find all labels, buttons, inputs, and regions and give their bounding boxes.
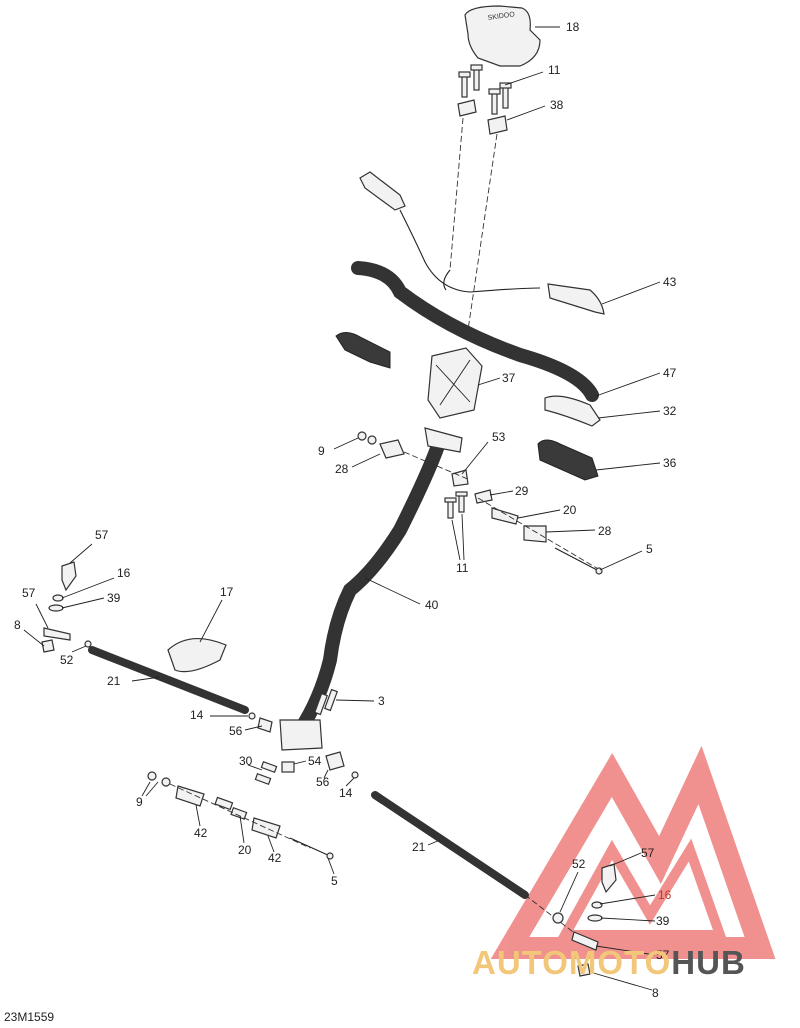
left-grip — [335, 332, 391, 369]
callout-21-right: 21 — [412, 840, 426, 854]
callout-20-upper: 20 — [563, 503, 577, 517]
right-grip-sleeve — [544, 395, 601, 427]
heated-grip — [537, 439, 599, 481]
callout-54: 54 — [308, 754, 322, 768]
callout-29: 29 — [515, 484, 529, 498]
callout-57-left-top: 57 — [95, 528, 109, 542]
steering-column — [279, 427, 463, 751]
callout-14-left: 14 — [190, 708, 204, 722]
callout-52-left: 52 — [60, 653, 74, 667]
callout-17: 17 — [220, 585, 234, 599]
tie-rod-21-left — [88, 646, 249, 714]
handle-cover: SKIDOO — [464, 5, 541, 67]
callout-57-left: 57 — [22, 586, 36, 600]
callout-5-upper: 5 — [646, 542, 653, 556]
callout-28-right: 28 — [598, 524, 612, 538]
callout-57-right-top: 57 — [641, 846, 655, 860]
callout-9-lower: 9 — [136, 795, 143, 809]
callout-52-right: 52 — [572, 857, 586, 871]
watermark-part-hub: HUB — [671, 944, 746, 981]
callout-9-upper: 9 — [318, 444, 325, 458]
callout-20-lower: 20 — [238, 843, 252, 857]
callout-16-right: 16 — [658, 888, 672, 902]
callout-8-left: 8 — [14, 618, 21, 632]
callout-47: 47 — [663, 366, 677, 380]
callout-39-left: 39 — [107, 591, 121, 605]
callout-16-left: 16 — [117, 566, 131, 580]
callout-36: 36 — [663, 456, 677, 470]
callout-8-right: 8 — [652, 986, 659, 1000]
callout-38: 38 — [550, 98, 564, 112]
callout-53: 53 — [492, 430, 506, 444]
column-cover-17 — [167, 637, 227, 673]
bushing-54 — [281, 761, 295, 773]
callout-40: 40 — [425, 598, 439, 612]
pins-30 — [254, 761, 278, 785]
watermark-part-moto: MOTO — [568, 944, 672, 981]
callout-57-right: 57 — [656, 948, 670, 962]
ball-joint-left — [41, 561, 92, 653]
watermark-logo — [490, 745, 776, 959]
callout-42-right: 42 — [268, 851, 282, 865]
callout-37: 37 — [502, 371, 516, 385]
callout-11-top: 11 — [548, 63, 561, 77]
callout-39-right: 39 — [656, 914, 670, 928]
callout-30: 30 — [239, 754, 253, 768]
callout-21-left: 21 — [107, 674, 121, 688]
bolt-pair-top — [458, 64, 512, 115]
throttle-wire — [359, 171, 541, 293]
bearing-lower-left — [248, 712, 273, 733]
tie-rod-right — [474, 489, 603, 575]
bearing-lower-right — [325, 751, 359, 779]
callout-32: 32 — [663, 404, 677, 418]
callout-56-left: 56 — [229, 724, 243, 738]
callout-3: 3 — [378, 694, 385, 708]
callout-42-left: 42 — [194, 826, 208, 840]
callout-14-right: 14 — [339, 786, 353, 800]
clamp-pair — [457, 99, 508, 135]
callout-18: 18 — [566, 20, 580, 34]
bolt-pair-lower — [444, 491, 468, 519]
callout-11-lower: 11 — [456, 561, 469, 575]
watermark-text: AUTOMOTOHUB — [472, 944, 746, 982]
bolts-3 — [313, 688, 339, 716]
handlebar — [351, 261, 605, 402]
tie-rod-end-upper-left — [357, 431, 471, 481]
svg-text:SKIDOO: SKIDOO — [487, 11, 515, 22]
watermark-part-auto: AUTO — [472, 944, 569, 981]
callout-5-lower: 5 — [331, 874, 338, 888]
callout-56-right: 56 — [316, 775, 330, 789]
riser-bracket — [427, 347, 483, 419]
callout-43: 43 — [663, 275, 677, 289]
callout-28-upper: 28 — [335, 462, 349, 476]
diagram-code: 23M1559 — [4, 1010, 55, 1024]
